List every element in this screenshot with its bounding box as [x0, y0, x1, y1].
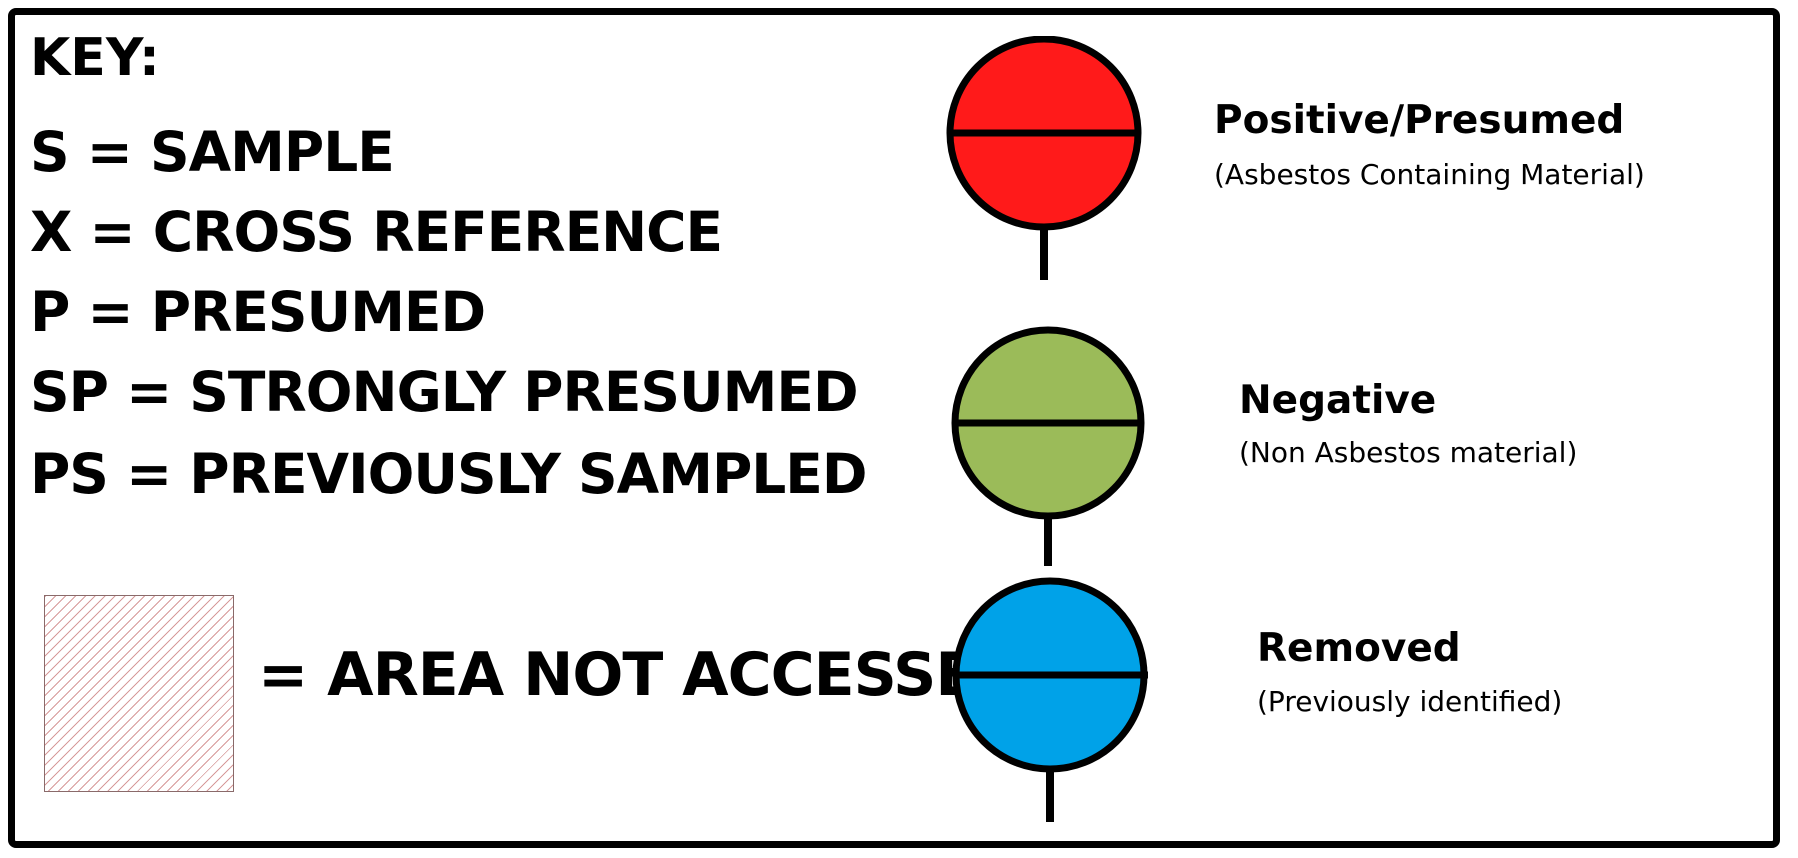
legend-sub-removed: (Previously identified): [1257, 685, 1563, 718]
legend-sub-negative: (Non Asbestos material): [1239, 436, 1578, 469]
legend-title-positive: Positive/Presumed: [1214, 98, 1625, 143]
area-not-accessed-swatch: [44, 595, 234, 792]
legend-title-negative: Negative: [1239, 378, 1437, 423]
code-strongly-presumed: SP = STRONGLY PRESUMED: [30, 360, 859, 424]
code-presumed: P = PRESUMED: [30, 280, 486, 344]
code-cross-reference: X = CROSS REFERENCE: [30, 200, 723, 264]
green-sample-marker-icon: [951, 326, 1145, 566]
code-sample: S = SAMPLE: [30, 120, 395, 184]
key-panel: [8, 8, 1780, 848]
legend-title-removed: Removed: [1257, 626, 1461, 671]
area-not-accessed-label: = AREA NOT ACCESSED: [258, 640, 1025, 710]
legend-sub-positive: (Asbestos Containing Material): [1214, 158, 1645, 191]
red-sample-marker-icon: [946, 36, 1142, 280]
blue-sample-marker-icon: [952, 577, 1148, 822]
key-title: KEY:: [30, 28, 160, 88]
code-previously-sampled: PS = PREVIOUSLY SAMPLED: [30, 442, 868, 506]
